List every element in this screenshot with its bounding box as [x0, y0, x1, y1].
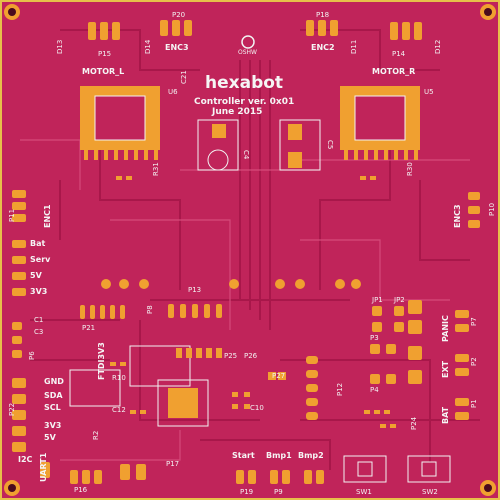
ref-p13: P13: [188, 286, 201, 294]
ref-c5: C5: [326, 140, 334, 149]
bottom-connectors: [40, 462, 324, 484]
ref-p26: P26: [244, 352, 258, 360]
ref-p15: P15: [98, 50, 111, 58]
label-enc3-side: ENC3: [453, 204, 462, 228]
i2c-label-scl: SCL: [44, 403, 61, 412]
ref-r10: R10: [112, 374, 126, 382]
ref-p21: P21: [82, 324, 95, 332]
ref-p24: P24: [410, 416, 418, 430]
board-subtitle: Controller ver. 0x01: [194, 97, 294, 107]
right-connectors: [455, 192, 480, 420]
top-connectors: [88, 20, 422, 40]
oshw-logo: OSHW: [238, 49, 257, 56]
ref-d14: D14: [144, 39, 152, 54]
i2c-label-3v3: 3V3: [44, 421, 61, 430]
ref-r30: R30: [406, 162, 414, 176]
ref-jp1: JP1: [371, 296, 383, 304]
power-label-bat: Bat: [30, 239, 45, 248]
label-motor-r: MOTOR_R: [372, 67, 415, 76]
ref-p25: P25: [224, 352, 237, 360]
label-bat: BAT: [441, 406, 450, 424]
power-label-3v3: 3V3: [30, 287, 47, 296]
ref-p16: P16: [74, 486, 88, 494]
ref-p1: P1: [470, 399, 478, 408]
label-panic: PANIC: [441, 315, 450, 342]
label-enc2: ENC2: [311, 43, 335, 52]
label-uart1: UART1: [39, 452, 48, 482]
label-enc1: ENC1: [43, 204, 52, 228]
ref-u6: U6: [168, 88, 178, 96]
ref-p12: P12: [336, 383, 344, 396]
power-label-5v: 5V: [30, 271, 43, 280]
label-ftdi: FTDI3V3: [97, 342, 106, 380]
motor-driver-left: [80, 86, 160, 160]
oshw-gear-icon: [241, 35, 255, 49]
board-date: June 2015: [211, 107, 262, 117]
ref-p22: P22: [8, 403, 16, 416]
ftdi-block: [69, 345, 191, 407]
ref-c4: C4: [242, 150, 250, 160]
ref-p4: P4: [370, 386, 379, 394]
ref-p3: P3: [370, 334, 379, 342]
switch-sw2-body: [407, 455, 451, 483]
button-label-bmp1: Bmp1: [266, 451, 292, 460]
ref-c3: C3: [34, 328, 43, 336]
ref-d11: D11: [350, 40, 358, 54]
ref-p8: P8: [146, 305, 154, 314]
ref-p27: P27: [272, 372, 285, 380]
ref-p17: P17: [166, 460, 179, 468]
smd-parts: [110, 176, 396, 428]
mounting-holes: [4, 4, 496, 496]
header-p21: [80, 305, 125, 319]
motor-driver-right: [340, 86, 420, 160]
capacitor-c5: [279, 119, 321, 171]
ref-p11: P11: [8, 209, 16, 222]
trace-layer: [30, 29, 480, 470]
ref-p7: P7: [470, 317, 478, 326]
ref-sw1: SW1: [356, 488, 372, 496]
left-connectors: [12, 190, 26, 452]
ref-c12: C12: [112, 406, 126, 414]
i2c-label-5v: 5V: [44, 433, 57, 442]
ref-r31: R31: [152, 162, 160, 176]
label-motor-l: MOTOR_L: [82, 67, 124, 76]
ref-r2: R2: [92, 431, 100, 440]
ref-p19: P19: [240, 488, 253, 496]
ref-d12: D12: [434, 40, 442, 54]
switch-sw1-body: [343, 455, 387, 483]
power-label-serv: Serv: [30, 255, 51, 264]
ref-p2: P2: [470, 357, 478, 366]
ref-p10: P10: [488, 203, 496, 216]
button-label-start: Start: [232, 451, 255, 460]
ref-c21: C21: [180, 70, 188, 84]
ref-p9: P9: [274, 488, 283, 496]
header-p13: [101, 279, 361, 318]
board-title: hexabot: [205, 73, 283, 93]
i2c-label-gnd: GND: [44, 377, 64, 386]
label-i2c: I2C: [18, 455, 33, 464]
ref-p14: P14: [392, 50, 406, 58]
i2c-label-sda: SDA: [44, 391, 63, 400]
ref-sw2: SW2: [422, 488, 438, 496]
ref-c1: C1: [34, 316, 43, 324]
label-enc3: ENC3: [165, 43, 189, 52]
ref-jp2: JP2: [393, 296, 405, 304]
ref-u5: U5: [424, 88, 434, 96]
label-ext: EXT: [441, 360, 450, 378]
capacitor-c4: [197, 119, 239, 171]
ref-p6: P6: [28, 351, 36, 360]
ref-p18: P18: [316, 11, 329, 19]
header-p12: [306, 356, 318, 420]
microcontroller: [157, 379, 209, 427]
ref-d13: D13: [56, 40, 64, 54]
button-label-bmp2: Bmp2: [298, 451, 324, 460]
ref-p20: P20: [172, 11, 185, 19]
ref-c10: C10: [250, 404, 264, 412]
jumpers: [370, 300, 422, 384]
